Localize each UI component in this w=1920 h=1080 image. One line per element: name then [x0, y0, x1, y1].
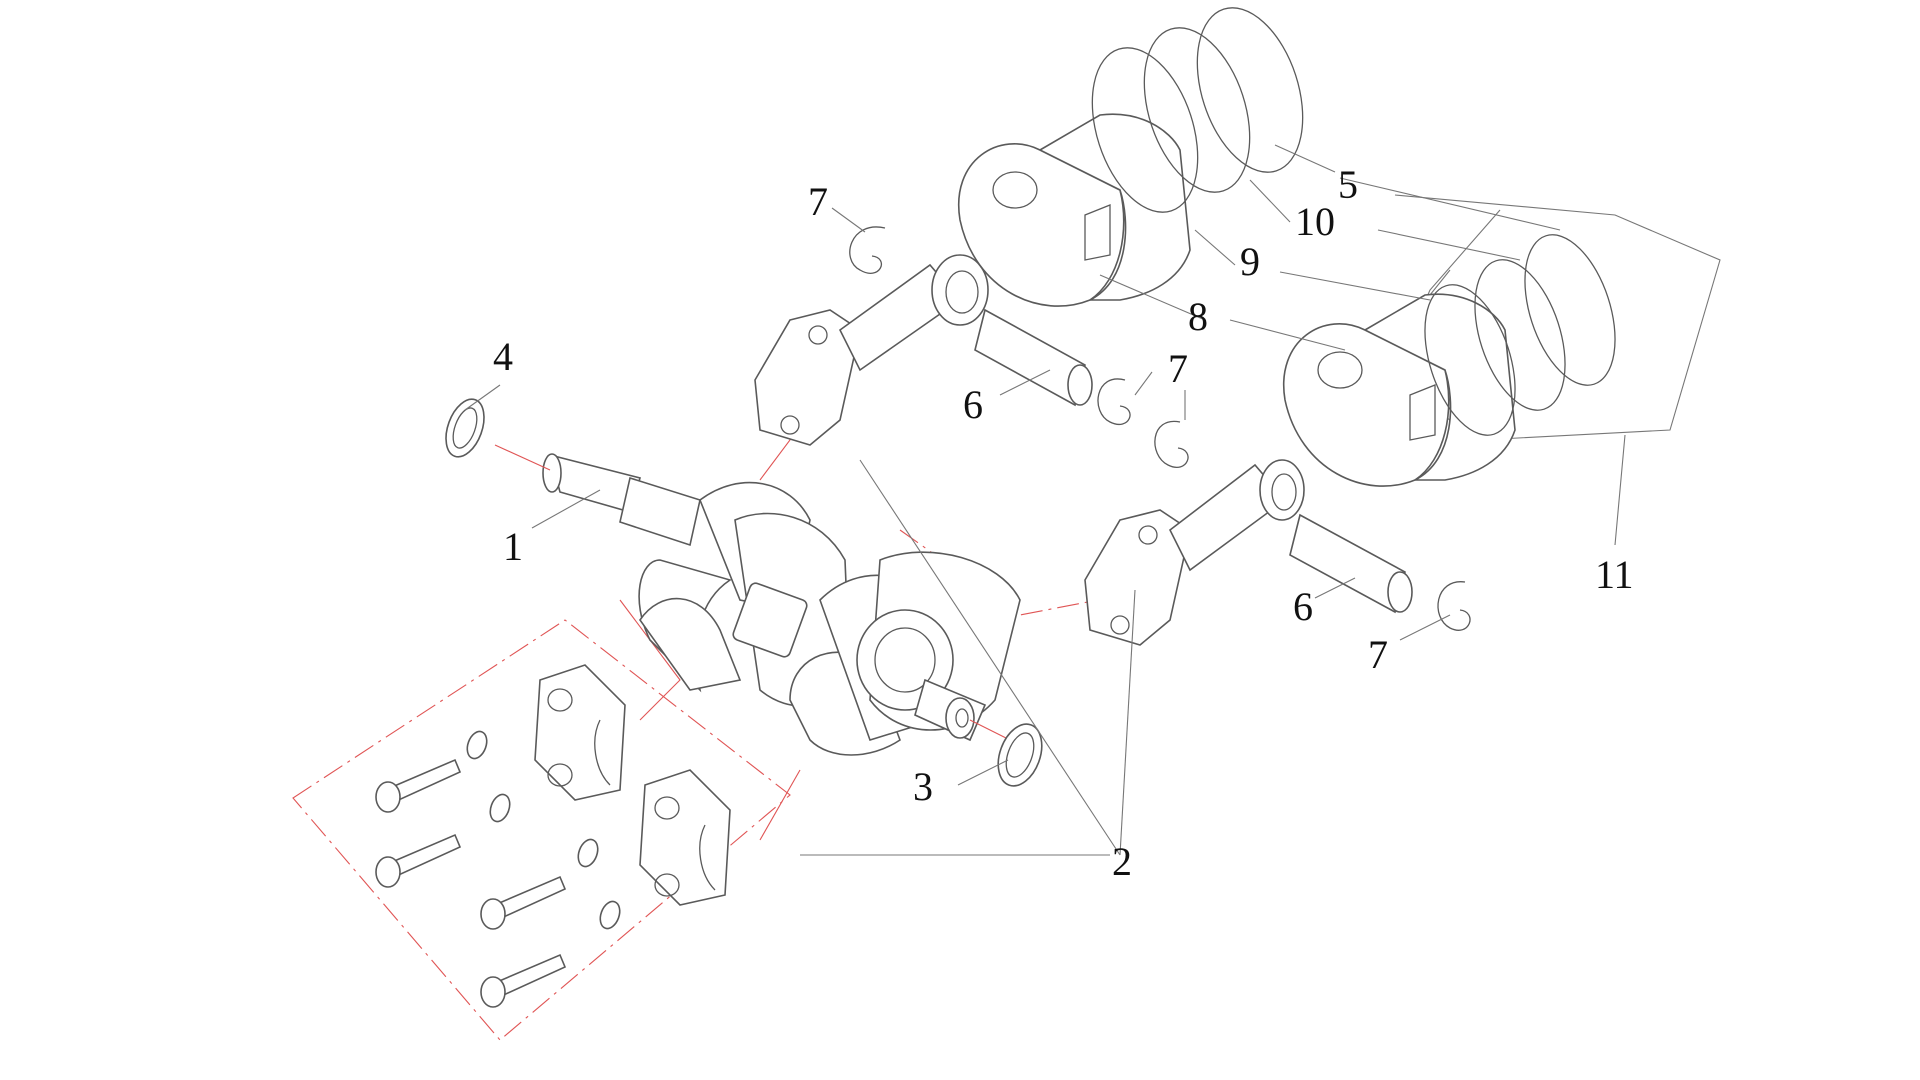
callout-11: 11	[1595, 552, 1634, 597]
piston-rings-lower	[1424, 234, 1616, 436]
callouts: 1 2 3 4 5 6 6 7 7 7 7 8 9 10 11	[493, 162, 1634, 884]
callout-10: 10	[1295, 199, 1335, 244]
leader-lines	[464, 144, 1626, 856]
crankshaft	[494, 444, 1021, 756]
circlips	[849, 226, 1471, 631]
piston-upper	[957, 113, 1191, 307]
bolts	[375, 758, 567, 1008]
connecting-rod-upper	[754, 254, 989, 446]
oil-seal-left	[445, 398, 485, 458]
callout-5: 5	[1338, 162, 1358, 207]
callout-6-upper: 6	[963, 382, 983, 427]
callout-2: 2	[1112, 839, 1132, 884]
oil-seal-right	[997, 723, 1043, 787]
callout-9: 9	[1240, 239, 1260, 284]
main-bearing-cap-upper	[534, 664, 626, 801]
piston-lower	[1282, 293, 1516, 487]
callout-4: 4	[493, 334, 513, 379]
callout-7-middle: 7	[1168, 346, 1188, 391]
callout-6-lower: 6	[1293, 584, 1313, 629]
callout-8: 8	[1188, 294, 1208, 339]
bearing-cap-group-outline	[292, 599, 801, 1041]
connecting-rod-lower	[1084, 459, 1305, 646]
callout-7-bottom: 7	[1368, 632, 1388, 677]
piston-pin-upper	[974, 308, 1093, 407]
washers	[466, 730, 621, 930]
callout-7-top: 7	[808, 179, 828, 224]
callout-1: 1	[503, 524, 523, 569]
callout-3: 3	[913, 764, 933, 809]
main-bearing-cap-lower	[639, 769, 731, 906]
piston-rings-upper	[1091, 7, 1304, 213]
piston-pin-lower	[1289, 513, 1413, 614]
